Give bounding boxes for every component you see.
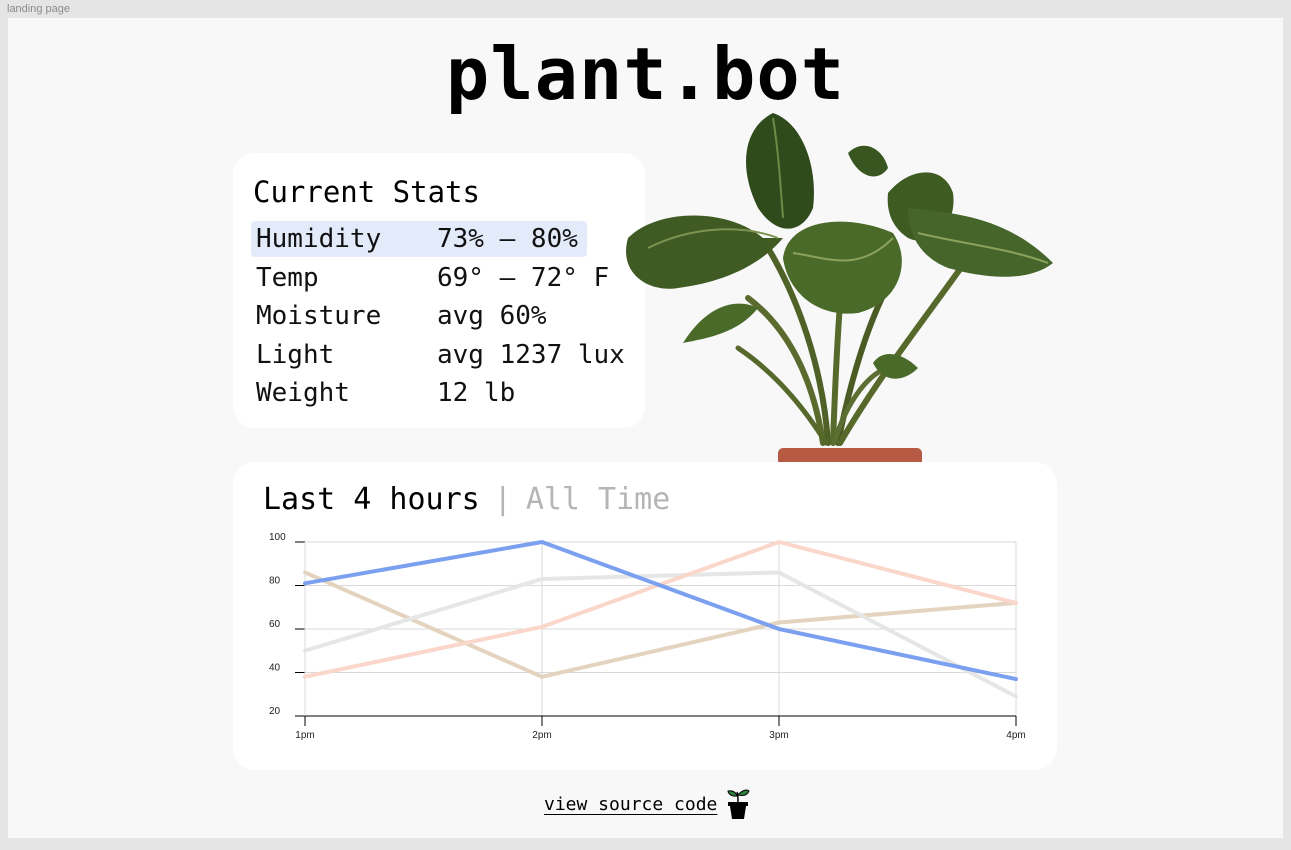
stats-row-weight: Weight 12 lb	[251, 375, 611, 411]
tab-all-time[interactable]: All Time	[525, 482, 671, 517]
series-line	[303, 570, 1018, 699]
y-tick-label: 60	[269, 619, 281, 630]
stat-label: Moisture	[256, 301, 382, 331]
stat-label: Light	[256, 340, 335, 370]
plant-leaves	[626, 113, 1053, 379]
view-source-link[interactable]: view source code	[544, 793, 718, 815]
stats-row-light: Light avg 1237 lux	[251, 337, 625, 373]
stat-value: avg 1237 lux	[437, 340, 625, 370]
x-tick-label: 2pm	[532, 730, 551, 741]
page-title: plant.bot	[445, 32, 846, 116]
plant-illustration	[626, 113, 1053, 468]
stat-label: Humidity	[256, 224, 382, 254]
y-tick-label: 80	[269, 576, 281, 587]
stats-heading: Current Stats	[253, 175, 480, 209]
stats-row-moisture: Moisture avg 60%	[251, 298, 611, 334]
x-tick-label: 3pm	[769, 730, 788, 741]
stats-row-temp: Temp 69° — 72° F	[251, 260, 611, 296]
stat-value: 69° — 72° F	[437, 263, 610, 293]
current-stats-card: Current Stats Humidity 73% — 80% Temp 69…	[233, 153, 645, 428]
stat-value: avg 60%	[437, 301, 547, 331]
landing-page: plant.bot Current Stats Humidity 73% — 8…	[8, 18, 1283, 838]
line-chart: 20 40 60 80 100 1pm 2pm 3pm 4pm	[269, 532, 1026, 741]
history-chart-card: Last 4 hours | All Time 20 40 60 80 100 1pm 2pm 3…	[233, 462, 1057, 770]
series-line-primary	[303, 540, 1018, 682]
y-tick-label: 20	[269, 706, 281, 717]
frame-label: landing page	[7, 3, 71, 15]
plant-stems	[735, 235, 971, 446]
x-tick-label: 1pm	[295, 730, 314, 741]
y-tick-label: 40	[269, 663, 281, 674]
tab-separator: |	[493, 482, 512, 517]
tab-last-4-hours[interactable]: Last 4 hours	[263, 482, 480, 517]
y-tick-label: 100	[269, 532, 286, 543]
stats-row-humidity: Humidity 73% — 80%	[251, 221, 587, 257]
stat-value: 12 lb	[437, 378, 516, 408]
stat-label: Temp	[256, 263, 319, 293]
potted-plant-icon	[727, 789, 750, 819]
stat-label: Weight	[256, 378, 350, 408]
footer: view source code	[544, 788, 751, 820]
stat-value: 73% — 80%	[437, 224, 578, 254]
series-line	[303, 570, 1018, 679]
time-range-tabs: Last 4 hours | All Time	[263, 482, 670, 517]
x-tick-label: 4pm	[1006, 730, 1025, 741]
